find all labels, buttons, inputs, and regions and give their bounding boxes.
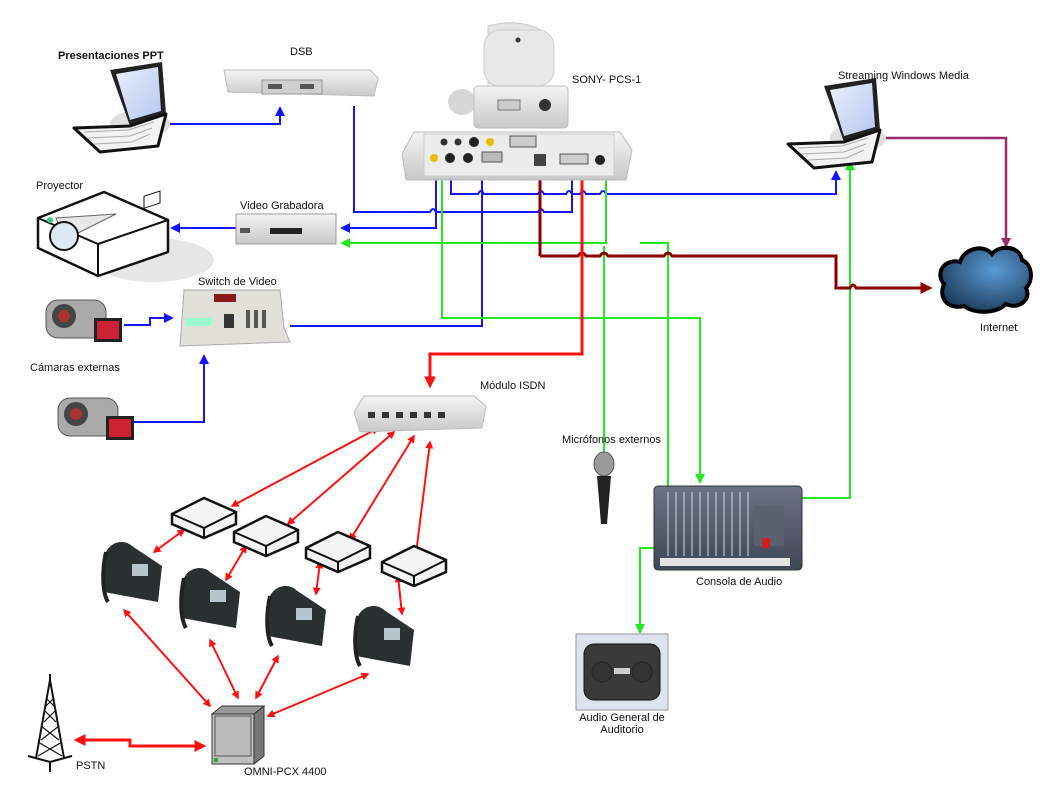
wire-isdn-to-box3 <box>349 434 415 542</box>
terminal-box-1 <box>170 496 238 540</box>
pbx-cabinet-icon <box>210 704 266 766</box>
wire-phone4-to-pbx <box>266 672 370 718</box>
label-internet: Internet <box>980 322 1018 334</box>
wire-phone3-to-pbx <box>255 654 279 700</box>
label-streaming: Streaming Windows Media <box>838 70 969 82</box>
antenna-tower-icon <box>27 674 73 772</box>
isdn-hub-icon <box>353 395 487 433</box>
label-consola: Consola de Audio <box>696 576 783 588</box>
label-audio-general: Audio General de Auditorio <box>574 712 670 736</box>
wire-pbx-to-pstn <box>73 734 207 752</box>
phone-icon <box>265 586 326 648</box>
wire-box3-to-phone3 <box>312 560 324 596</box>
wire-ppt-to-dsb <box>152 106 285 125</box>
wire-box1-to-phone1 <box>152 529 186 553</box>
dsb-box-icon <box>223 69 379 97</box>
label-grabadora: Video Grabadora <box>240 200 324 212</box>
video-switcher-icon <box>179 289 291 347</box>
label-presentaciones: Presentaciones PPT <box>58 50 164 62</box>
microphone-icon <box>593 451 615 524</box>
label-pbx: OMNI-PCX 4400 <box>244 766 327 778</box>
wire-mixer-to-streaming <box>800 160 855 499</box>
terminal-box-3 <box>304 530 372 574</box>
label-dsb: DSB <box>290 46 313 58</box>
label-sony: SONY- PCS-1 <box>572 74 642 86</box>
audio-mixer-icon <box>653 485 803 571</box>
phone-icon <box>179 568 240 630</box>
speaker-icon <box>575 633 669 711</box>
terminal-box-4 <box>380 544 448 588</box>
wire-internet-to-streaming <box>872 133 1011 248</box>
label-pstn: PSTN <box>76 760 106 772</box>
phone-icon <box>353 606 414 668</box>
videoconference-camera-icon <box>401 22 633 181</box>
camcorder-icon <box>45 299 122 342</box>
label-audio-general-line2: Auditorio <box>600 724 644 736</box>
wire-isdn-to-box1 <box>230 427 380 507</box>
label-isdn: Módulo ISDN <box>480 380 546 392</box>
phone-icon <box>101 542 162 604</box>
camcorder-icon <box>57 397 134 440</box>
wire-sony-to-isdn <box>424 153 588 389</box>
wire-isdn-to-box2 <box>286 430 396 526</box>
wire-camera2-to-switch <box>126 354 209 423</box>
cloud-icon <box>938 245 1033 314</box>
wire-phone1-to-pbx <box>122 608 212 708</box>
laptop-icon <box>72 62 170 154</box>
wire-mixer-to-speaker <box>635 547 655 634</box>
wire-isdn-to-box4 <box>412 440 434 556</box>
wire-box2-to-phone2 <box>225 544 247 582</box>
label-camaras: Cámaras externas <box>30 362 120 374</box>
wire-mixer-send <box>640 242 669 490</box>
vcr-icon <box>235 213 337 245</box>
wire-phone2-to-pbx <box>209 638 239 700</box>
label-microfonos: Micrófonos externos <box>562 434 662 446</box>
label-proyector: Proyector <box>36 180 84 192</box>
wire-camera1-to-switch <box>124 313 174 326</box>
wires <box>73 106 1011 752</box>
terminal-box-2 <box>232 514 300 558</box>
wire-sony-to-internet <box>540 251 933 294</box>
projector-icon <box>36 190 214 282</box>
laptop-icon <box>786 78 886 170</box>
wire-box4-to-phone4 <box>394 574 406 616</box>
label-switch: Switch de Video <box>198 276 277 288</box>
label-audio-general-line1: Audio General de <box>579 712 665 724</box>
